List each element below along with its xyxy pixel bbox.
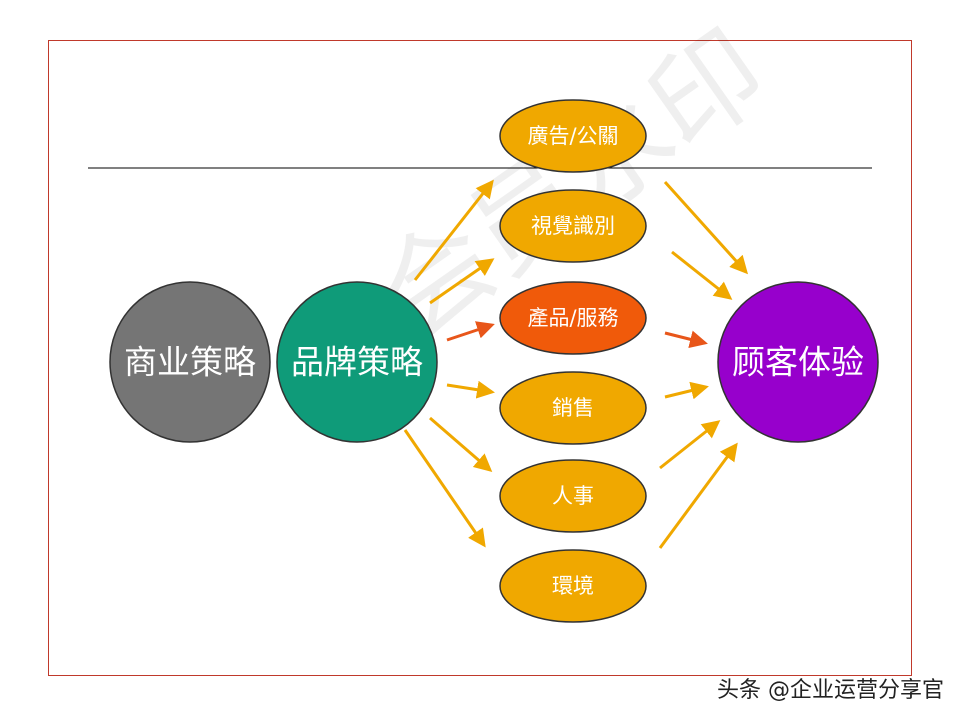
touchpoint-ellipse	[499, 459, 647, 533]
flow-arrow	[671, 250, 733, 300]
flow-arrow	[403, 429, 486, 548]
brand-strategy-node: 品牌策略	[276, 281, 438, 443]
business-strategy-label: 商业策略	[124, 343, 256, 382]
credit-text: 头条 @企业运营分享官	[717, 678, 944, 703]
flow-arrow	[659, 420, 721, 470]
touchpoint-label: 產品/服務	[527, 306, 618, 330]
flow-arrow	[664, 330, 708, 349]
arrow-group	[403, 179, 749, 549]
flow-arrow	[429, 258, 495, 305]
touchpoint-node: 產品/服務	[499, 281, 647, 355]
touchpoint-node: 銷售	[499, 371, 647, 445]
flow-arrow	[664, 381, 709, 400]
flow-arrow	[446, 380, 495, 399]
flow-arrow	[663, 180, 749, 275]
flow-arrow	[429, 416, 493, 472]
touchpoint-ellipse	[499, 189, 647, 263]
touchpoint-ellipse	[499, 99, 647, 173]
touchpoint-label: 視覺識別	[531, 214, 615, 238]
business-strategy-node: 商业策略	[109, 281, 271, 443]
touchpoint-label: 廣告/公關	[527, 124, 618, 148]
customer-experience-node: 顾客体验	[717, 281, 879, 443]
touchpoint-ellipse	[499, 371, 647, 445]
flow-arrow	[446, 321, 495, 342]
touchpoint-label: 人事	[552, 484, 594, 508]
flow-arrow	[658, 442, 738, 549]
brand-strategy-label: 品牌策略	[291, 343, 423, 382]
touchpoint-label: 銷售	[552, 396, 594, 420]
slide-frame	[48, 40, 912, 676]
touchpoint-ellipse	[499, 281, 647, 355]
customer-experience-label: 顾客体验	[732, 343, 864, 382]
touchpoint-node: 環境	[499, 549, 647, 623]
touchpoint-ellipse	[499, 549, 647, 623]
touchpoint-node: 人事	[499, 459, 647, 533]
touchpoint-label: 環境	[552, 574, 594, 598]
flow-arrow	[413, 179, 494, 281]
touchpoint-node: 廣告/公關	[499, 99, 647, 173]
touchpoint-node: 視覺識別	[499, 189, 647, 263]
